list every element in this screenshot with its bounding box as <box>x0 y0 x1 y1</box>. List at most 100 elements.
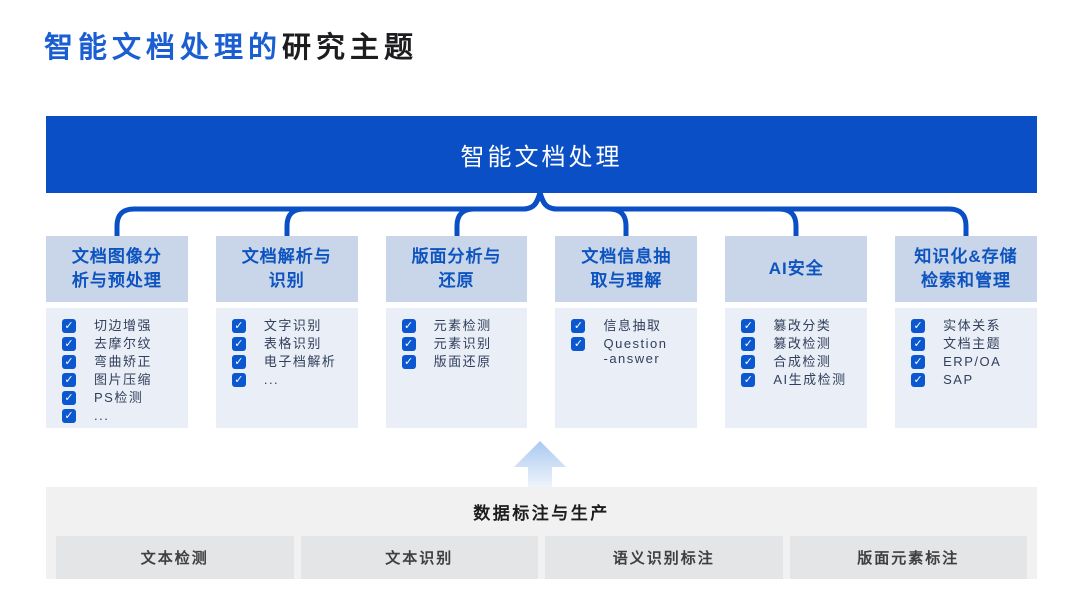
topic-column-items: ✓ 篡改分类 ✓ 篡改检测 ✓ 合成检测 ✓ AI生成检测 <box>725 308 868 428</box>
checklist-item: ✓ ... <box>231 372 354 387</box>
checklist-item: ✓ ... <box>62 408 184 423</box>
topic-column-items: ✓ 切边增强 ✓ 去摩尔纹 ✓ 弯曲矫正 ✓ 图片压缩 ✓ PS检测 ✓ ... <box>46 308 188 428</box>
checklist-item-label: 版面还原 <box>433 354 492 369</box>
checklist-item: ✓ 元素检测 <box>401 318 524 333</box>
tree-connector-lines <box>114 190 969 238</box>
checkbox-checked-icon: ✓ <box>62 373 76 387</box>
checklist-item-label: 去摩尔纹 <box>94 336 153 351</box>
checklist-item: ✓ 实体关系 <box>911 318 1033 333</box>
checklist-item-label: AI生成检测 <box>773 372 847 387</box>
topic-column-header: 文档信息抽 取与理解 <box>555 236 698 302</box>
foundation-title: 数据标注与生产 <box>473 504 610 523</box>
checklist-item-label: 弯曲矫正 <box>94 354 153 369</box>
checklist-item: ✓ 弯曲矫正 <box>62 354 184 369</box>
checkbox-checked-icon: ✓ <box>62 319 76 333</box>
checkbox-checked-icon: ✓ <box>401 319 416 333</box>
topic-columns: 文档图像分 析与预处理 ✓ 切边增强 ✓ 去摩尔纹 ✓ 弯曲矫正 ✓ 图片压缩 … <box>46 236 1037 428</box>
checklist-item: ✓ 切边增强 <box>62 318 184 333</box>
topic-column-header: 文档解析与 识别 <box>215 236 358 302</box>
checklist-item: ✓ ERP/OA <box>911 354 1033 369</box>
topic-column-header: 文档图像分 析与预处理 <box>46 236 188 302</box>
checkbox-checked-icon: ✓ <box>231 319 246 333</box>
checkbox-checked-icon: ✓ <box>62 337 76 351</box>
checklist-item: ✓ 去摩尔纹 <box>62 336 184 351</box>
topic-column-items: ✓ 信息抽取 ✓ Question -answer <box>555 308 698 428</box>
page-title-highlight: 智能文档处理的 <box>44 32 283 64</box>
checklist-item: ✓ SAP <box>911 372 1033 387</box>
checkbox-checked-icon: ✓ <box>62 355 76 369</box>
checklist-item-label: 篡改分类 <box>773 318 832 333</box>
topic-column-items: ✓ 实体关系 ✓ 文档主题 ✓ ERP/OA ✓ SAP <box>895 308 1037 428</box>
checklist-item-label: 电子档解析 <box>263 354 337 369</box>
checklist-item-label: Question -answer <box>603 336 668 366</box>
checkbox-checked-icon: ✓ <box>401 355 416 369</box>
foundation-panel: 数据标注与生产 文本检测 文本识别 语义识别标注 版面元素标注 <box>46 487 1037 579</box>
checklist-item-label: 篡改检测 <box>773 336 832 351</box>
topic-column: 文档图像分 析与预处理 ✓ 切边增强 ✓ 去摩尔纹 ✓ 弯曲矫正 ✓ 图片压缩 … <box>46 236 188 428</box>
checklist-item-label: ... <box>263 372 280 387</box>
topic-column-items: ✓ 元素检测 ✓ 元素识别 ✓ 版面还原 <box>385 308 528 428</box>
checkbox-checked-icon: ✓ <box>62 391 76 405</box>
checklist-item: ✓ 表格识别 <box>231 336 354 351</box>
checkbox-checked-icon: ✓ <box>231 373 246 387</box>
topic-column-header: AI安全 <box>725 236 868 302</box>
topic-column: AI安全 ✓ 篡改分类 ✓ 篡改检测 ✓ 合成检测 ✓ AI生成检测 <box>725 236 868 428</box>
checklist-item: ✓ 合成检测 <box>741 354 863 369</box>
checklist-item-label: 文档主题 <box>943 336 1002 351</box>
topic-column-header: 知识化&存储 检索和管理 <box>895 236 1037 302</box>
checklist-item-label: 文字识别 <box>263 318 322 333</box>
checkbox-checked-icon: ✓ <box>62 409 76 423</box>
checklist-item-label: 表格识别 <box>263 336 322 351</box>
checkbox-checked-icon: ✓ <box>911 337 926 351</box>
checklist-item-label: ... <box>94 408 110 423</box>
checklist-item-label: ERP/OA <box>943 354 1002 369</box>
checklist-item-label: 图片压缩 <box>94 372 153 387</box>
checklist-item: ✓ 信息抽取 <box>571 318 693 333</box>
checklist-item: ✓ 电子档解析 <box>231 354 354 369</box>
checklist-item-label: SAP <box>943 372 974 387</box>
checkbox-checked-icon: ✓ <box>231 337 246 351</box>
checkbox-checked-icon: ✓ <box>911 355 926 369</box>
checkbox-checked-icon: ✓ <box>911 319 926 333</box>
topic-column: 知识化&存储 检索和管理 ✓ 实体关系 ✓ 文档主题 ✓ ERP/OA ✓ SA… <box>895 236 1037 428</box>
foundation-box: 文本检测 <box>56 536 294 579</box>
checkbox-checked-icon: ✓ <box>741 319 756 333</box>
up-arrow-icon <box>514 441 566 487</box>
checklist-item-label: 切边增强 <box>94 318 153 333</box>
foundation-box: 语义识别标注 <box>545 536 783 579</box>
foundation-row: 文本检测 文本识别 语义识别标注 版面元素标注 <box>56 536 1027 579</box>
checklist-item: ✓ 元素识别 <box>401 336 524 351</box>
checklist-item: ✓ 文档主题 <box>911 336 1033 351</box>
foundation-box: 文本识别 <box>300 536 538 579</box>
page-title-rest: 研究主题 <box>282 32 419 64</box>
checkbox-checked-icon: ✓ <box>231 355 246 369</box>
checklist-item: ✓ 图片压缩 <box>62 372 184 387</box>
checkbox-checked-icon: ✓ <box>741 337 756 351</box>
checklist-item: ✓ PS检测 <box>62 390 184 405</box>
checkbox-checked-icon: ✓ <box>911 373 926 387</box>
checklist-item-label: 元素识别 <box>433 336 492 351</box>
checklist-item-label: 元素检测 <box>433 318 492 333</box>
checkbox-checked-icon: ✓ <box>401 337 416 351</box>
checklist-item: ✓ 文字识别 <box>231 318 354 333</box>
topic-column: 文档信息抽 取与理解 ✓ 信息抽取 ✓ Question -answer <box>555 236 698 428</box>
topic-column-items: ✓ 文字识别 ✓ 表格识别 ✓ 电子档解析 ✓ ... <box>215 308 358 428</box>
page-title: 智能文档处理的研究主题 <box>44 24 418 66</box>
checklist-item-label: 合成检测 <box>773 354 832 369</box>
checklist-item-label: 实体关系 <box>943 318 1002 333</box>
checkbox-checked-icon: ✓ <box>741 373 756 387</box>
checklist-item-label: PS检测 <box>94 390 144 405</box>
root-node: 智能文档处理 <box>46 116 1037 193</box>
checklist-item: ✓ 版面还原 <box>401 354 524 369</box>
checkbox-checked-icon: ✓ <box>571 319 586 333</box>
topic-column: 文档解析与 识别 ✓ 文字识别 ✓ 表格识别 ✓ 电子档解析 ✓ ... <box>215 236 358 428</box>
checklist-item-label: 信息抽取 <box>603 318 662 333</box>
topic-column: 版面分析与 还原 ✓ 元素检测 ✓ 元素识别 ✓ 版面还原 <box>385 236 528 428</box>
checkbox-checked-icon: ✓ <box>741 355 756 369</box>
checklist-item: ✓ Question -answer <box>571 336 693 366</box>
topic-column-header: 版面分析与 还原 <box>385 236 528 302</box>
checkbox-checked-icon: ✓ <box>571 337 586 351</box>
foundation-box: 版面元素标注 <box>789 536 1027 579</box>
checklist-item: ✓ 篡改检测 <box>741 336 863 351</box>
